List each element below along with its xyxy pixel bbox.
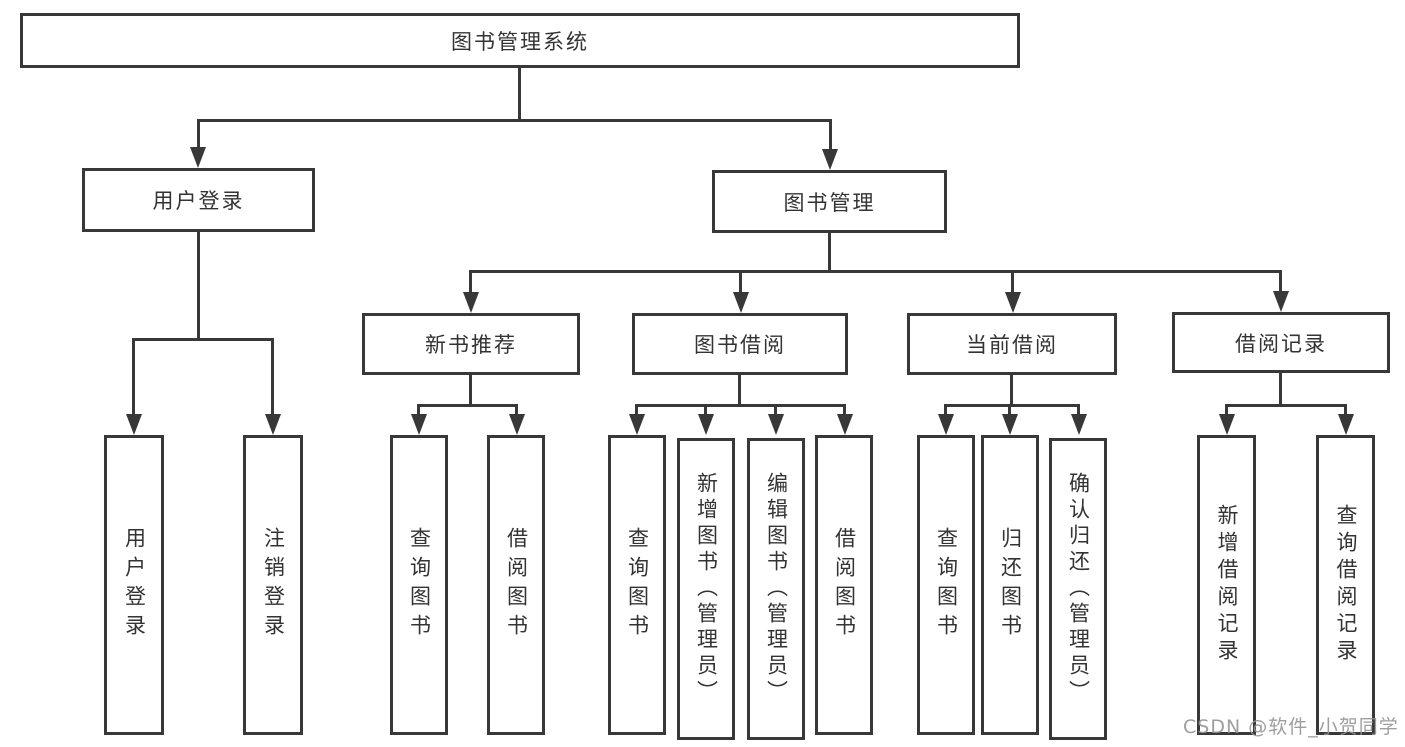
arrowhead-down-icon — [463, 292, 479, 313]
arrowhead-down-icon — [1002, 414, 1018, 435]
arrowhead-down-icon — [265, 414, 281, 435]
arrowhead-down-icon — [126, 414, 142, 435]
leaf-user-login-label: 用户登录 — [122, 527, 147, 643]
arrowhead-down-icon — [1273, 291, 1289, 312]
leaf-query-books-3: 查询图书 — [917, 435, 975, 735]
arrowhead-down-icon — [509, 414, 525, 435]
leaf-query-books-2: 查询图书 — [608, 435, 666, 735]
connector-line — [1344, 404, 1347, 416]
arrowhead-down-icon — [733, 292, 749, 313]
connector-line — [469, 270, 1281, 273]
connector-line — [829, 119, 832, 151]
arrowhead-down-icon — [629, 414, 645, 435]
leaf-borrow-books-1-label: 借阅图书 — [504, 527, 529, 643]
connector-line — [944, 404, 1080, 407]
arrowhead-down-icon — [1338, 414, 1354, 435]
leaf-borrow-books-1: 借阅图书 — [487, 435, 545, 735]
node-book-borrow-label: 图书借阅 — [694, 333, 786, 357]
connector-line — [515, 404, 518, 416]
node-new-books-label: 新书推荐 — [425, 333, 517, 357]
arrowhead-down-icon — [837, 414, 853, 435]
node-borrow-records-label: 借阅记录 — [1235, 331, 1327, 356]
arrowhead-down-icon — [938, 414, 954, 435]
connector-line — [469, 270, 472, 295]
arrowhead-down-icon — [698, 414, 714, 435]
connector-line — [739, 270, 742, 295]
leaf-query-books-2-label: 查询图书 — [625, 527, 650, 643]
csdn-watermark: CSDN @软件_小贺同学 — [1183, 716, 1399, 738]
connector-line — [132, 338, 135, 416]
leaf-user-login: 用户登录 — [104, 435, 164, 735]
leaf-edit-books-admin: 编辑图书（管理员） — [747, 438, 805, 740]
connector-line — [1010, 375, 1013, 407]
node-borrow-records: 借阅记录 — [1172, 312, 1390, 373]
leaf-borrow-books-2-label: 借阅图书 — [832, 527, 857, 643]
leaf-add-books-admin-label: 新增图书（管理员） — [694, 472, 719, 706]
connector-line — [417, 404, 518, 407]
leaf-edit-books-admin-label: 编辑图书（管理员） — [764, 472, 789, 706]
connector-line — [469, 375, 472, 407]
connector-line — [1008, 404, 1011, 416]
node-root: 图书管理系统 — [20, 13, 1020, 68]
leaf-confirm-return-admin: 确认归还（管理员） — [1049, 438, 1107, 740]
node-user-login: 用户登录 — [82, 168, 315, 232]
connector-line — [774, 404, 777, 416]
leaf-query-books-1-label: 查询图书 — [407, 527, 432, 643]
leaf-logout: 注销登录 — [243, 435, 303, 735]
leaf-add-borrow-record-label: 新增借阅记录 — [1215, 504, 1239, 666]
leaf-query-books-3-label: 查询图书 — [934, 527, 959, 643]
connector-line — [635, 404, 846, 407]
leaf-return-books: 归还图书 — [981, 435, 1039, 735]
connector-line — [1011, 270, 1014, 295]
connector-line — [944, 404, 947, 416]
connector-line — [197, 119, 200, 149]
arrowhead-down-icon — [1219, 414, 1235, 435]
connector-line — [738, 375, 741, 407]
leaf-query-borrow-record: 查询借阅记录 — [1316, 435, 1375, 735]
connector-line — [417, 404, 420, 416]
node-book-management-label: 图书管理 — [783, 190, 876, 215]
node-current-borrow: 当前借阅 — [907, 313, 1117, 375]
connector-line — [1225, 404, 1228, 416]
connector-line — [843, 404, 846, 416]
node-root-label: 图书管理系统 — [451, 29, 589, 54]
connector-line — [271, 338, 274, 416]
leaf-add-books-admin: 新增图书（管理员） — [677, 438, 735, 740]
arrowhead-down-icon — [411, 414, 427, 435]
connector-line — [704, 404, 707, 416]
leaf-query-books-1: 查询图书 — [390, 435, 448, 735]
arrowhead-down-icon — [190, 147, 206, 168]
leaf-borrow-books-2: 借阅图书 — [815, 435, 873, 735]
connector-line — [197, 232, 200, 341]
node-current-borrow-label: 当前借阅 — [966, 333, 1058, 357]
connector-line — [1077, 404, 1080, 416]
leaf-logout-label: 注销登录 — [261, 527, 286, 643]
connector-line — [518, 66, 521, 121]
connector-line — [635, 404, 638, 416]
connector-line — [197, 119, 831, 122]
leaf-return-books-label: 归还图书 — [998, 527, 1023, 643]
node-user-login-label: 用户登录 — [152, 189, 245, 213]
connector-line — [132, 338, 274, 341]
node-book-borrow: 图书借阅 — [632, 313, 848, 375]
arrowhead-down-icon — [1071, 414, 1087, 435]
arrowhead-down-icon — [822, 149, 838, 170]
leaf-query-borrow-record-label: 查询借阅记录 — [1334, 504, 1358, 666]
arrowhead-down-icon — [1005, 292, 1021, 313]
node-book-management: 图书管理 — [712, 170, 947, 233]
connector-line — [1225, 404, 1347, 407]
connector-line — [1279, 373, 1282, 407]
node-new-books: 新书推荐 — [362, 313, 580, 375]
connector-line — [1279, 270, 1282, 295]
leaf-add-borrow-record: 新增借阅记录 — [1197, 435, 1256, 735]
leaf-confirm-return-admin-label: 确认归还（管理员） — [1066, 472, 1091, 706]
connector-line — [828, 233, 831, 273]
arrowhead-down-icon — [768, 414, 784, 435]
